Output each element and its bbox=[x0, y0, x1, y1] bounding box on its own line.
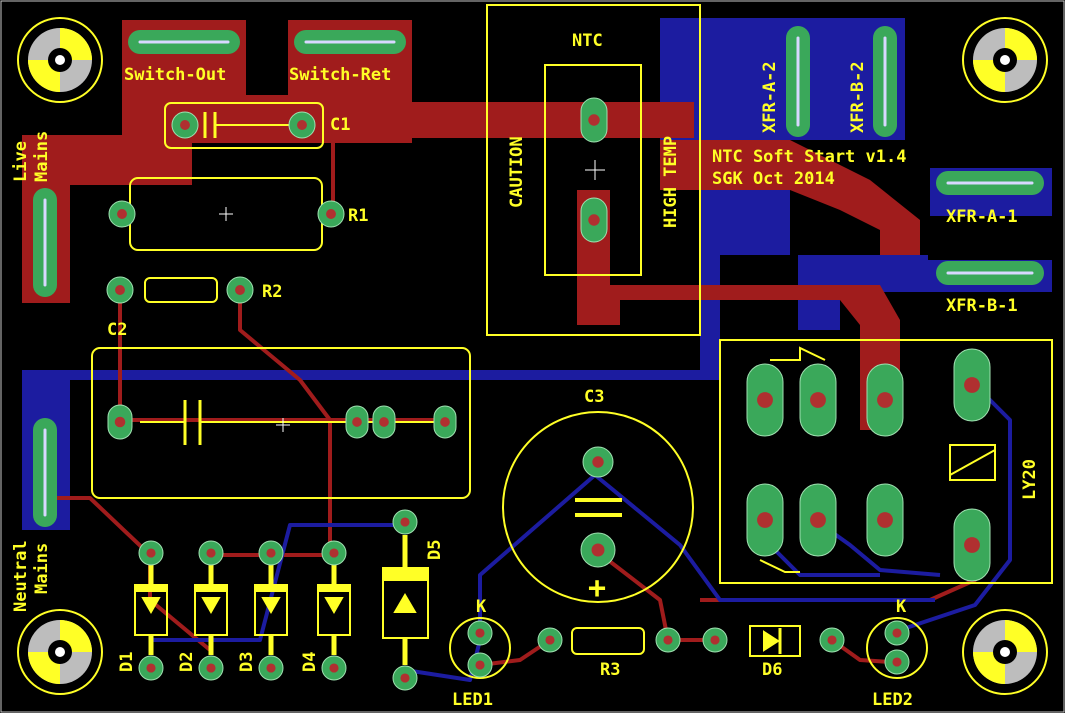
pad-led1-2 bbox=[467, 652, 493, 678]
pad-c3-2 bbox=[580, 532, 616, 568]
label-led2: LED2 bbox=[872, 690, 913, 710]
d6-outline bbox=[749, 625, 801, 657]
pad-relay-6 bbox=[799, 483, 837, 557]
label-switch-ret: Switch-Ret bbox=[289, 65, 391, 85]
pad-d4-a bbox=[321, 540, 347, 566]
label-xfr-b1: XFR-B-1 bbox=[946, 296, 1018, 316]
origin-markers bbox=[219, 160, 605, 432]
label-high-temp: HIGH TEMP bbox=[661, 136, 681, 228]
pad-d4-k bbox=[321, 655, 347, 681]
pad-r3-2 bbox=[655, 627, 681, 653]
title-line2: SGK Oct 2014 bbox=[712, 169, 835, 189]
label-switch-out: Switch-Out bbox=[124, 65, 226, 85]
label-neutral-2: Mains bbox=[32, 543, 52, 594]
label-xfr-a2: XFR-A-2 bbox=[760, 61, 780, 133]
mounting-hole-top-right bbox=[962, 17, 1048, 103]
pad-led2-2 bbox=[884, 649, 910, 675]
pad-relay-3 bbox=[866, 363, 904, 437]
pad-relay-2 bbox=[799, 363, 837, 437]
pad-r2-1 bbox=[106, 276, 134, 304]
pad-d2-k bbox=[198, 655, 224, 681]
pad-d5-k bbox=[392, 665, 418, 691]
label-xfr-a1: XFR-A-1 bbox=[946, 207, 1018, 227]
label-live-2: Mains bbox=[32, 131, 52, 182]
label-c3-plus: + bbox=[588, 571, 606, 606]
title-line1: NTC Soft Start v1.4 bbox=[712, 147, 906, 167]
label-d3: D3 bbox=[237, 652, 257, 672]
pad-c2-4 bbox=[433, 405, 457, 439]
led1-outline bbox=[449, 617, 511, 679]
pad-c1-2 bbox=[288, 111, 316, 139]
label-d2: D2 bbox=[177, 652, 197, 672]
pad-c1-1 bbox=[171, 111, 199, 139]
pad-d2-a bbox=[198, 540, 224, 566]
label-d6: D6 bbox=[762, 660, 782, 680]
pad-d1-a bbox=[138, 540, 164, 566]
pad-relay-4 bbox=[953, 348, 991, 422]
pad-d1-k bbox=[138, 655, 164, 681]
pad-relay-5 bbox=[746, 483, 784, 557]
pad-d3-k bbox=[258, 655, 284, 681]
diode-outlines bbox=[134, 535, 782, 665]
pad-c2-3 bbox=[372, 405, 396, 439]
label-d1: D1 bbox=[117, 652, 137, 672]
mounting-hole-bottom-right bbox=[962, 609, 1048, 695]
label-relay: LY20 bbox=[1020, 459, 1040, 500]
relay-outline bbox=[719, 339, 1053, 584]
pad-led2-1 bbox=[884, 620, 910, 646]
pad-ntc-1 bbox=[580, 97, 608, 143]
ntc-body bbox=[544, 64, 642, 276]
pad-relay-8 bbox=[953, 508, 991, 582]
pad-c2-1 bbox=[107, 404, 133, 440]
silkscreen-labels: Switch-Out Switch-Ret C1 R1 R2 C2 C3 + R… bbox=[11, 31, 1040, 710]
c2-outline bbox=[91, 347, 471, 499]
mounting-holes bbox=[17, 17, 1048, 695]
label-c3: C3 bbox=[584, 387, 604, 407]
pad-d3-a bbox=[258, 540, 284, 566]
pad-relay-1 bbox=[746, 363, 784, 437]
pad-c2-2 bbox=[345, 405, 369, 439]
mounting-hole-bottom-left bbox=[17, 609, 103, 695]
label-led1-k: K bbox=[476, 597, 487, 617]
c1-outline bbox=[164, 102, 324, 149]
pad-led1-1 bbox=[467, 620, 493, 646]
led2-outline bbox=[866, 617, 928, 679]
label-ntc: NTC bbox=[572, 31, 603, 51]
pad-r2-2 bbox=[226, 276, 254, 304]
silkscreen-outlines bbox=[91, 4, 1053, 679]
label-r1: R1 bbox=[348, 206, 368, 226]
label-xfr-b2: XFR-B-2 bbox=[848, 61, 868, 133]
label-c1: C1 bbox=[330, 115, 350, 135]
label-r2: R2 bbox=[262, 282, 282, 302]
label-neutral-1: Neutral bbox=[11, 540, 31, 612]
label-live-1: Live bbox=[11, 141, 31, 182]
pad-r1-2 bbox=[317, 200, 345, 228]
label-led2-k: K bbox=[896, 597, 907, 617]
label-d4: D4 bbox=[300, 652, 320, 672]
mounting-hole-top-left bbox=[17, 17, 103, 103]
pad-c3-1 bbox=[582, 446, 614, 478]
label-led1: LED1 bbox=[452, 690, 493, 710]
label-c2: C2 bbox=[107, 320, 127, 340]
relay-coil bbox=[949, 444, 996, 481]
pad-d6-2 bbox=[819, 627, 845, 653]
pad-relay-7 bbox=[866, 483, 904, 557]
c3-outline bbox=[502, 411, 694, 603]
ntc-outline bbox=[486, 4, 701, 336]
pad-r1-1 bbox=[108, 200, 136, 228]
r3-outline bbox=[571, 627, 645, 655]
pad-r3-1 bbox=[537, 627, 563, 653]
label-caution: CAUTION bbox=[507, 136, 527, 208]
label-d5: D5 bbox=[425, 540, 445, 560]
label-r3: R3 bbox=[600, 660, 620, 680]
pad-ntc-2 bbox=[580, 197, 608, 243]
pad-d6-1 bbox=[702, 627, 728, 653]
r2-outline bbox=[144, 277, 218, 303]
pad-d5-a bbox=[392, 509, 418, 535]
pads bbox=[33, 26, 1044, 691]
